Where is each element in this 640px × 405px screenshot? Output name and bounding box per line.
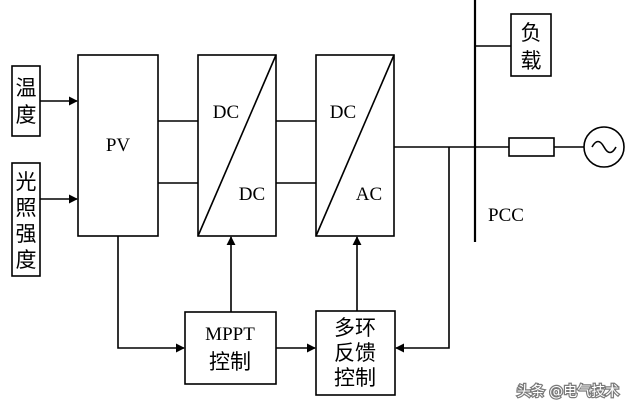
- sine-wave-icon: [591, 140, 617, 154]
- irradiance-char-3: 强: [16, 222, 37, 246]
- load-char-1: 负: [521, 21, 542, 45]
- irradiance-char-2: 照: [16, 196, 37, 220]
- irradiance-char-4: 度: [16, 248, 37, 272]
- dcac-diagonal: [315, 54, 395, 237]
- mppt-control-box: MPPT 控制: [184, 311, 277, 385]
- dcdc-diagonal: [197, 54, 277, 237]
- temperature-char-2: 度: [16, 103, 37, 127]
- pcc-label: PCC: [488, 205, 524, 226]
- dcdc-input-label: DC: [213, 102, 239, 123]
- mppt-control-label: 控制: [209, 350, 251, 374]
- dcdc-converter-box: DC DC: [197, 54, 277, 237]
- temperature-input-box: 温 度: [11, 65, 41, 137]
- line-impedance-icon: [508, 137, 555, 157]
- load-box: 负 载: [510, 13, 552, 77]
- pv-box: PV: [77, 54, 159, 237]
- ac-grid-source-icon: [583, 126, 625, 168]
- pcc-feedback-arrow: [395, 147, 450, 353]
- irradiance-char-1: 光: [16, 170, 37, 194]
- dcac-inverter-box: DC AC: [315, 54, 395, 237]
- mppt-label: MPPT: [205, 324, 255, 345]
- dcac-output-label: AC: [356, 184, 382, 205]
- multiloop-line-3: 控制: [334, 366, 376, 390]
- irradiance-input-box: 光 照 强 度: [11, 162, 41, 277]
- multiloop-line-2: 反馈: [334, 341, 376, 365]
- pv-label: PV: [106, 135, 131, 156]
- multiloop-line-1: 多环: [334, 316, 376, 340]
- pv-to-mppt-arrow: [117, 236, 185, 353]
- dcdc-output-label: DC: [239, 184, 265, 205]
- dcac-input-label: DC: [330, 102, 356, 123]
- multiloop-feedback-control-box: 多环 反馈 控制: [315, 310, 396, 396]
- load-char-2: 载: [521, 49, 542, 73]
- watermark-text: 头条 @电气技术: [517, 383, 619, 400]
- temperature-char-1: 温: [16, 76, 37, 100]
